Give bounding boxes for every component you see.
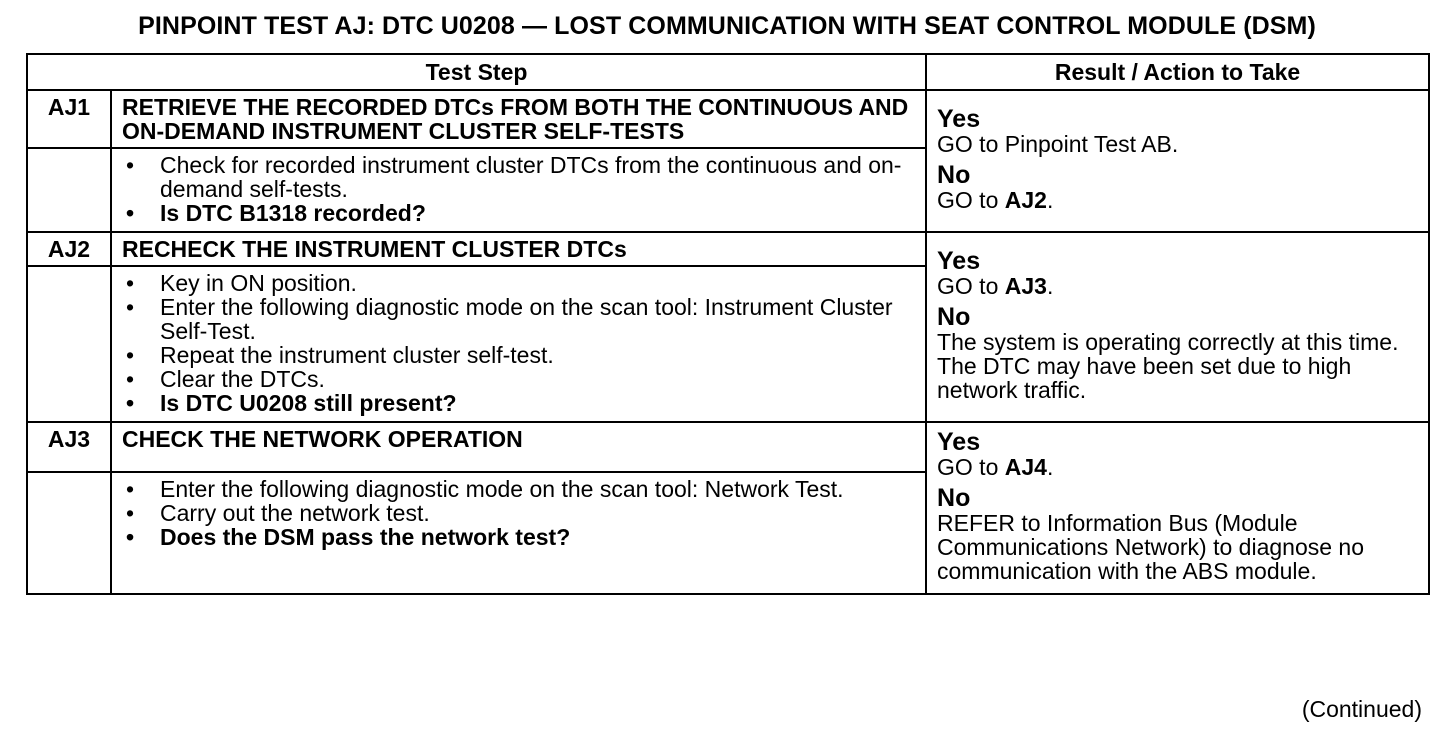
yes-action-ref: AJ4 xyxy=(1004,454,1047,480)
yes-action-text: GO to Pinpoint Test AB. xyxy=(937,131,1179,157)
action-question: Is DTC B1318 recorded? xyxy=(122,201,915,225)
action-item: Carry out the network test. xyxy=(122,501,915,525)
no-label: No xyxy=(937,484,971,512)
test-step-header: Test Step xyxy=(25,53,928,91)
no-action: REFER to Information Bus (Module Communi… xyxy=(937,511,1418,583)
action-item: Repeat the instrument cluster self-test. xyxy=(122,343,915,367)
step-body-row: Enter the following diagnostic mode on t… xyxy=(26,470,1429,596)
page-title: PINPOINT TEST AJ: DTC U0208 — LOST COMMU… xyxy=(138,12,1316,40)
step-heading-aj2: RECHECK THE INSTRUMENT CLUSTER DTCs xyxy=(109,231,928,267)
step-id-spacer xyxy=(26,265,112,423)
step-id-aj3: AJ3 xyxy=(26,421,112,473)
action-item: Clear the DTCs. xyxy=(122,367,915,391)
no-action-suffix: . xyxy=(1046,187,1054,213)
action-item: Check for recorded instrument cluster DT… xyxy=(122,153,915,201)
action-question: Is DTC U0208 still present? xyxy=(122,391,915,415)
result-header: Result / Action to Take xyxy=(925,53,1431,91)
yes-action: GO to AJ4. xyxy=(937,455,1418,479)
action-list: Check for recorded instrument cluster DT… xyxy=(122,153,915,225)
step-body-row: Check for recorded instrument cluster DT… xyxy=(26,147,1429,233)
step-heading-aj1: RETRIEVE THE RECORDED DTCs FROM BOTH THE… xyxy=(109,89,928,149)
step-id-aj1: AJ1 xyxy=(26,89,112,149)
yes-action: GO to AJ3. xyxy=(937,274,1418,298)
yes-label: Yes xyxy=(937,247,981,275)
yes-action-text: GO to xyxy=(937,273,1005,299)
header-row: Test Step Result / Action to Take xyxy=(25,53,1431,91)
no-action-text: REFER to Information Bus (Module Communi… xyxy=(937,510,1364,584)
yes-label: Yes xyxy=(937,105,981,133)
step-id-spacer xyxy=(26,147,112,233)
action-item: Enter the following diagnostic mode on t… xyxy=(122,295,915,343)
yes-action: GO to Pinpoint Test AB. xyxy=(937,132,1418,156)
yes-label: Yes xyxy=(937,428,981,456)
step-actions-aj2: Key in ON position.Enter the following d… xyxy=(109,265,928,423)
yes-action-ref: AJ3 xyxy=(1004,273,1047,299)
step-heading-aj3: CHECK THE NETWORK OPERATION xyxy=(109,421,928,473)
no-label: No xyxy=(937,303,971,331)
no-action-text: GO to xyxy=(937,187,1005,213)
action-question: Does the DSM pass the network test? xyxy=(122,525,915,549)
no-action: GO to AJ2. xyxy=(937,188,1418,212)
action-list: Key in ON position.Enter the following d… xyxy=(122,271,915,415)
yes-action-suffix: . xyxy=(1046,454,1054,480)
action-item: Enter the following diagnostic mode on t… xyxy=(122,477,915,501)
continued-note: (Continued) xyxy=(1301,696,1422,722)
step-actions-aj3: Enter the following diagnostic mode on t… xyxy=(109,470,928,596)
no-action: The system is operating correctly at thi… xyxy=(937,330,1418,402)
yes-action-text: GO to xyxy=(937,454,1005,480)
action-item: Key in ON position. xyxy=(122,271,915,295)
action-list: Enter the following diagnostic mode on t… xyxy=(122,477,915,549)
step-actions-aj1: Check for recorded instrument cluster DT… xyxy=(109,147,928,233)
step-body-row: Key in ON position.Enter the following d… xyxy=(26,265,1429,423)
step-id-spacer xyxy=(26,470,112,596)
no-action-text: The system is operating correctly at thi… xyxy=(937,329,1399,403)
yes-action-suffix: . xyxy=(1046,273,1054,299)
step-id-aj2: AJ2 xyxy=(26,231,112,267)
no-action-ref: AJ2 xyxy=(1004,187,1047,213)
no-label: No xyxy=(937,161,971,189)
